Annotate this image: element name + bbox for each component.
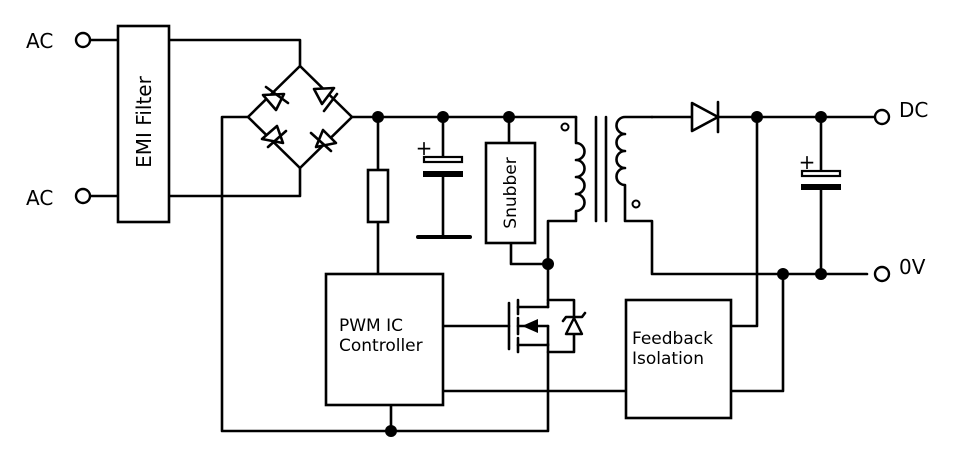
emi-filter-block: EMI Filter [116,24,171,224]
output-diode [690,100,720,134]
ac-bottom-label: AC [26,186,53,210]
secondary-dot [631,199,641,209]
snubber-label: Snubber [501,157,521,228]
zero-v-label: 0V [899,255,926,279]
zero-v-terminal [873,265,891,283]
primary-dot [560,122,570,132]
pwm-label-line2: Controller [339,336,423,356]
dc-terminal [873,108,891,126]
feedback-label-line2: Isolation [632,349,704,369]
ac-bottom-terminal [74,187,92,205]
resistor [366,168,390,224]
output-cap-plus: + [799,150,816,174]
bridge-rectifier [260,85,339,153]
mosfet-arrow [522,319,538,333]
ac-top-label: AC [26,29,53,53]
emi-filter-label: EMI Filter [132,75,156,167]
pwm-controller-block: PWM IC Controller [324,272,445,407]
snubber-block: Snubber [484,141,537,245]
pwm-label-line1: PWM IC [339,316,403,336]
ac-top-terminal [74,31,92,49]
wires [89,38,876,433]
dc-label: DC [899,98,928,122]
feedback-label-line1: Feedback [632,329,713,349]
output-capacitor: + [799,150,842,190]
input-cap-plus: + [416,136,433,160]
body-diode [561,311,587,336]
feedback-isolation-block: Feedback Isolation [624,298,733,420]
junctions [372,111,827,437]
input-capacitor: + [416,136,464,177]
